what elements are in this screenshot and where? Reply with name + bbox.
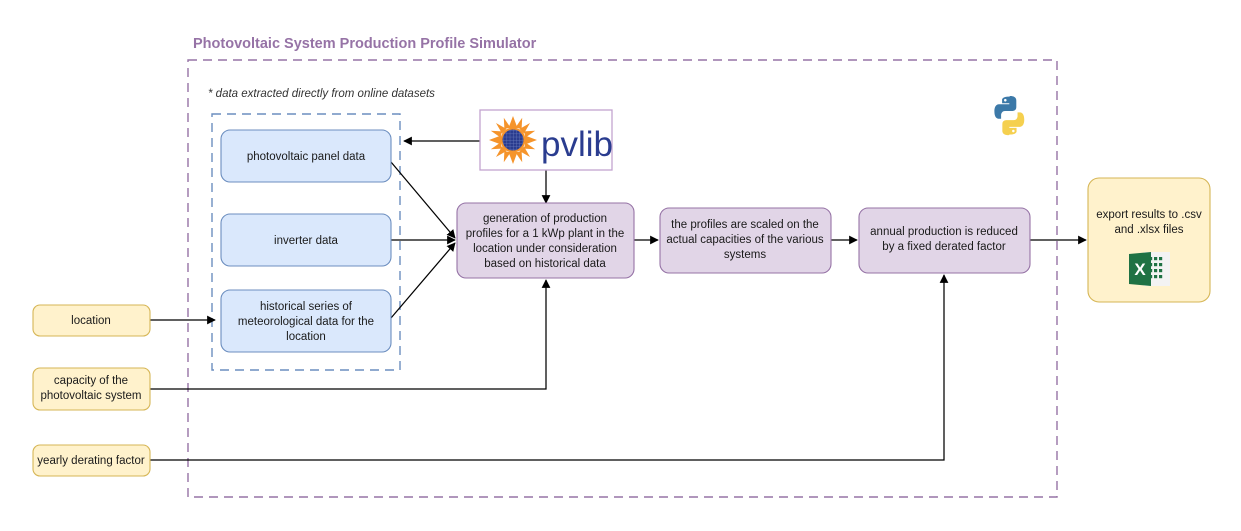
node-export-results[interactable]: export results to .csv and .xlsx files X	[1087, 177, 1211, 303]
edge-derating-to-derated	[150, 274, 949, 461]
node-export-shape[interactable]	[1087, 177, 1211, 303]
node-panel-data-label: photovoltaic panel data	[247, 151, 366, 163]
node-capacity-label-2: photovoltaic system	[41, 390, 142, 402]
online-datasets-frame	[211, 113, 401, 371]
pvlib-logo-frame[interactable]	[479, 109, 613, 171]
excel-file-icon: X	[1129, 252, 1170, 286]
python-blue-snake	[994, 96, 1017, 119]
node-inverter-data[interactable]: inverter data	[220, 213, 392, 267]
page-title: Photovoltaic System Production Profile S…	[193, 36, 537, 52]
node-derated-label-2: by a fixed derated factor	[882, 241, 1006, 253]
node-derating-shape[interactable]	[32, 444, 151, 477]
svg-text:X: X	[1134, 260, 1146, 279]
node-capacity-label-1: capacity of the	[54, 375, 128, 387]
node-meteorological-data[interactable]: historical series of meteorological data…	[220, 289, 392, 353]
node-location-label: location	[71, 315, 111, 327]
python-logo-icon	[994, 96, 1025, 136]
edge-meteo-to-generation	[390, 242, 456, 319]
node-meteo-data-label-2: meteorological data for the	[238, 316, 374, 328]
node-scaling-shape[interactable]	[659, 207, 832, 274]
footnote-text: * data extracted directly from online da…	[208, 88, 435, 100]
node-scaling-label-2: actual capacities of the various	[666, 234, 824, 246]
node-input-derating-factor[interactable]: yearly derating factor	[32, 444, 151, 477]
node-inverter-data-label: inverter data	[274, 235, 339, 247]
node-derating-label: yearly derating factor	[37, 455, 145, 467]
node-meteo-data-shape[interactable]	[220, 289, 392, 353]
python-yellow-snake	[1002, 112, 1025, 136]
node-location-shape[interactable]	[32, 304, 151, 337]
node-export-label-1: export results to .csv	[1096, 209, 1202, 221]
node-generation-label-2: profiles for a 1 kWp plant in the	[466, 228, 625, 240]
node-inverter-data-shape[interactable]	[220, 213, 392, 267]
pvlib-logo[interactable]: pvlib	[479, 109, 613, 171]
node-panel-data-shape[interactable]	[220, 129, 392, 183]
node-derated-label-1: annual production is reduced	[870, 226, 1018, 238]
node-scaling-label-3: systems	[724, 249, 766, 261]
node-photovoltaic-panel-data[interactable]: photovoltaic panel data	[220, 129, 392, 183]
node-generation-label-1: generation of production	[483, 213, 607, 225]
node-scaling-label-1: the profiles are scaled on the	[671, 219, 819, 231]
node-generation-shape[interactable]	[456, 202, 635, 279]
edge-group	[150, 136, 1087, 461]
edge-panel-to-generation	[390, 161, 456, 239]
node-input-capacity[interactable]: capacity of the photovoltaic system	[32, 367, 151, 411]
node-meteo-data-label-3: location	[286, 331, 326, 343]
node-export-label-2: and .xlsx files	[1114, 224, 1183, 236]
node-derated-shape[interactable]	[858, 207, 1031, 274]
outer-scope-frame	[187, 59, 1058, 498]
node-generation-label-3: location under consideration	[473, 243, 617, 255]
node-input-location[interactable]: location	[32, 304, 151, 337]
pvlib-sun-icon	[489, 116, 537, 164]
pvlib-logo-text: pvlib	[541, 125, 613, 164]
node-generation-label-4: based on historical data	[484, 258, 606, 270]
node-meteo-data-label-1: historical series of	[260, 301, 353, 313]
edge-capacity-to-generation	[150, 279, 551, 390]
node-derated-production[interactable]: annual production is reduced by a fixed …	[858, 207, 1031, 274]
node-generation-of-profiles[interactable]: generation of production profiles for a …	[456, 202, 635, 279]
node-capacity-shape[interactable]	[32, 367, 151, 411]
node-profiles-scaling[interactable]: the profiles are scaled on the actual ca…	[659, 207, 832, 274]
